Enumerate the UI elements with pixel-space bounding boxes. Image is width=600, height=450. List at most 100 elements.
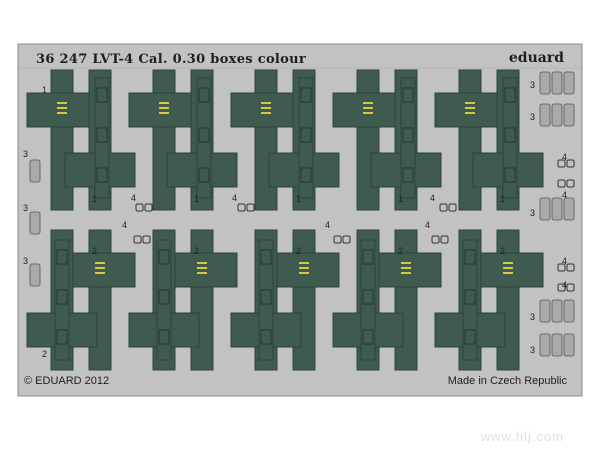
- stencil-marking: [261, 107, 271, 109]
- strip-detail: [300, 87, 312, 103]
- strip-detail: [158, 329, 170, 345]
- part-number-label: 2: [398, 246, 404, 256]
- latch-part: [563, 197, 575, 221]
- latch-part: [563, 333, 575, 357]
- stencil-marking: [299, 272, 309, 274]
- stencil-marking: [503, 262, 513, 264]
- strip-detail: [362, 289, 374, 305]
- strip-detail: [56, 289, 68, 305]
- ammo-box-part: [26, 69, 98, 211]
- clip-part: [440, 235, 449, 244]
- part-number-label: 1: [42, 85, 48, 95]
- stencil-marking: [465, 102, 475, 104]
- strip-detail: [362, 249, 374, 265]
- part-number-label: 4: [122, 220, 128, 230]
- box-part-arms: [128, 92, 200, 128]
- part-number-label: 4: [430, 193, 436, 203]
- stencil-marking: [503, 272, 513, 274]
- box-handle-strip: [156, 239, 172, 361]
- box-handle-strip: [462, 239, 478, 361]
- stencil-marking: [197, 267, 207, 269]
- box-handle-strip: [502, 77, 518, 199]
- latch-part: [551, 333, 563, 357]
- part-number-label: 2: [500, 246, 506, 256]
- strip-detail: [504, 167, 516, 183]
- stencil-marking: [299, 267, 309, 269]
- clip-part: [439, 203, 448, 212]
- stencil-marking: [159, 107, 169, 109]
- fret-title: 36 247 LVT-4 Cal. 0.30 boxes colour: [36, 52, 307, 67]
- stencil-marking: [57, 102, 67, 104]
- clip-part: [566, 263, 575, 272]
- stencil-marking: [95, 272, 105, 274]
- clip-part: [566, 179, 575, 188]
- strip-detail: [158, 289, 170, 305]
- box-handle-strip: [196, 77, 212, 199]
- copyright-text: © EDUARD 2012: [24, 375, 110, 387]
- stencil-marking: [401, 262, 411, 264]
- stencil-marking: [197, 272, 207, 274]
- strip-detail: [198, 167, 210, 183]
- box-part-arms: [332, 92, 404, 128]
- part-number-label: 2: [194, 246, 200, 256]
- clip-part: [448, 203, 457, 212]
- box-part-arms: [230, 92, 302, 128]
- clip-part: [342, 235, 351, 244]
- part-number-label: 1: [398, 194, 404, 204]
- stencil-marking: [363, 107, 373, 109]
- part-number-label: 4: [562, 280, 568, 290]
- box-handle-strip: [298, 77, 314, 199]
- clip-part: [333, 235, 342, 244]
- part-number-label: 3: [530, 80, 536, 90]
- strip-detail: [464, 289, 476, 305]
- box-part-arms: [64, 252, 136, 288]
- part-number-label: 4: [562, 190, 568, 200]
- clip-part: [431, 235, 440, 244]
- latch-part: [539, 299, 551, 323]
- part-number-label: 1: [500, 194, 506, 204]
- stencil-marking: [159, 112, 169, 114]
- stencil-marking: [197, 262, 207, 264]
- latch-part: [539, 333, 551, 357]
- latch-part: [563, 71, 575, 95]
- stencil-marking: [401, 267, 411, 269]
- part-number-label: 3: [23, 149, 29, 159]
- box-handle-strip: [94, 77, 110, 199]
- clip-part: [135, 203, 144, 212]
- box-handle-strip: [400, 77, 416, 199]
- stencil-marking: [465, 107, 475, 109]
- strip-detail: [260, 249, 272, 265]
- strip-detail: [56, 329, 68, 345]
- clip-part: [566, 159, 575, 168]
- part-number-label: 2: [92, 246, 98, 256]
- part-number-label: 2: [296, 246, 302, 256]
- part-number-label: 3: [530, 345, 536, 355]
- box-part-vertical: [50, 69, 74, 211]
- part-number-label: 2: [42, 349, 48, 359]
- part-number-label: 4: [131, 193, 137, 203]
- latch-part: [551, 299, 563, 323]
- latch-part: [539, 197, 551, 221]
- brand-logo: eduard: [508, 50, 564, 66]
- latch-part: [539, 71, 551, 95]
- clip-part: [237, 203, 246, 212]
- part-number-label: 3: [23, 256, 29, 266]
- stencil-marking: [95, 267, 105, 269]
- latch-part: [29, 159, 41, 183]
- clip-part: [557, 263, 566, 272]
- strip-detail: [504, 87, 516, 103]
- part-number-label: 4: [562, 152, 568, 162]
- part-number-label: 4: [232, 193, 238, 203]
- box-part-arms: [370, 252, 442, 288]
- strip-detail: [402, 127, 414, 143]
- part-number-label: 1: [194, 194, 200, 204]
- box-part-vertical: [254, 69, 278, 211]
- stencil-marking: [261, 102, 271, 104]
- box-part-arms: [166, 252, 238, 288]
- strip-detail: [464, 329, 476, 345]
- part-number-label: 1: [92, 194, 98, 204]
- watermark-url: www.hlj.com: [480, 429, 564, 444]
- strip-detail: [96, 167, 108, 183]
- strip-detail: [96, 87, 108, 103]
- stencil-marking: [159, 102, 169, 104]
